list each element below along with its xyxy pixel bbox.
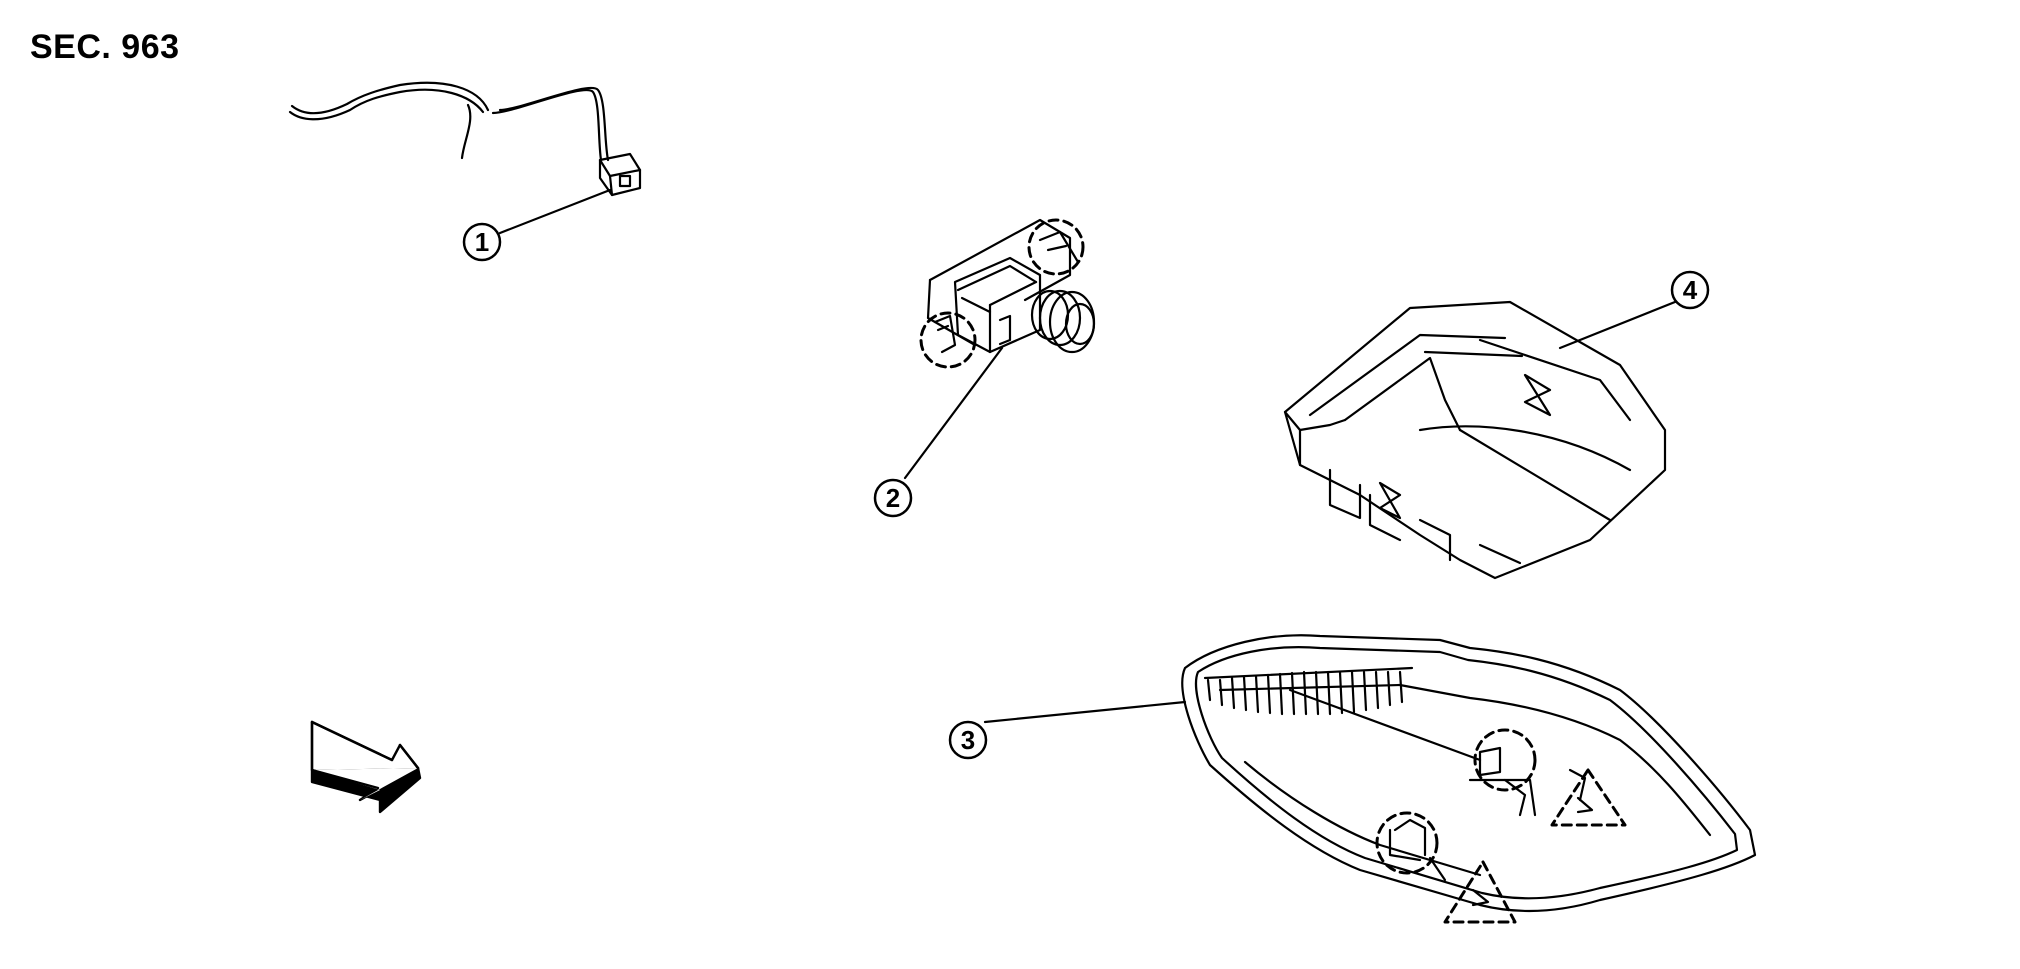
front-direction-arrow-icon (310, 720, 422, 814)
callout-2: 2 (873, 478, 913, 518)
callout-1: 1 (462, 222, 502, 262)
clip-location-circle (1473, 728, 1537, 792)
callout-1-label: 1 (475, 227, 489, 257)
part-3-console-finisher (1181, 634, 1757, 913)
leader-line-1 (498, 188, 612, 235)
pawl-location-triangle (1443, 860, 1517, 924)
part-2-power-socket (926, 218, 1096, 354)
clip-location-circle (1375, 811, 1439, 875)
pawl-location-triangle (1550, 768, 1627, 827)
part-4-console-cover (1283, 300, 1667, 580)
callout-4: 4 (1670, 270, 1710, 310)
section-label: SEC. 963 (30, 28, 180, 66)
callout-3: 3 (948, 720, 988, 760)
clip-location-circle (1027, 218, 1085, 276)
callout-2-label: 2 (886, 483, 900, 513)
callout-4-label: 4 (1683, 275, 1698, 305)
leader-line-3 (983, 700, 1187, 724)
clip-location-circle (919, 311, 977, 369)
leader-line-2 (903, 346, 1004, 480)
part-1-harness-connector (288, 81, 642, 197)
callout-3-label: 3 (961, 725, 975, 755)
